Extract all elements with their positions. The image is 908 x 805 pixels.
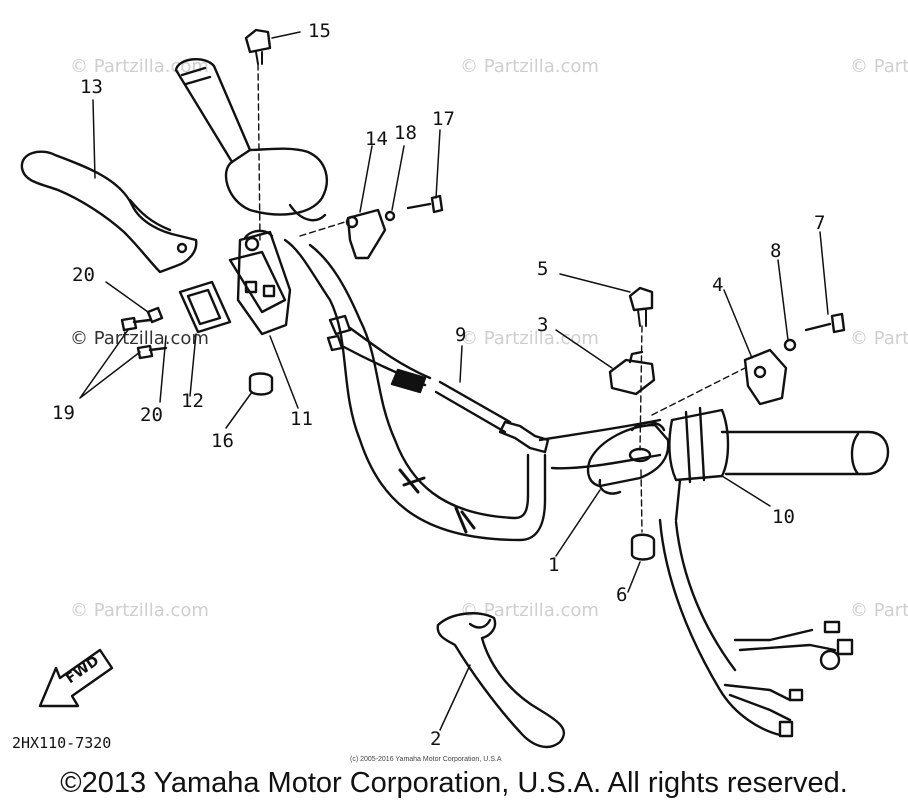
clamp-4 [651,312,846,416]
watermark: © Partzilla.com [460,600,599,621]
callout-20-upper: 20 [72,264,95,286]
watermark: © Partzilla.com [460,56,599,77]
watermark: © Partzilla.com [70,56,209,77]
throttle-grip [668,406,890,522]
watermark: © Partzilla.com [70,328,209,349]
throttle-cable [434,380,550,454]
lever-holder [228,229,292,336]
callout-9: 9 [455,324,467,346]
callout-12: 12 [181,390,204,412]
right-holder [586,421,670,495]
watermark: © Partzilla.com [460,328,599,349]
callout-15: 15 [308,20,331,42]
screws-left [120,306,274,396]
clutch-lever [20,150,198,274]
brake-lever [436,612,566,749]
copyright-footer: ©2013 Yamaha Motor Corporation, U.S.A. A… [60,767,848,799]
callout-16: 16 [211,430,234,452]
callout-6: 6 [616,584,628,606]
switch-3 [608,350,656,396]
callout-11: 11 [290,408,313,430]
bracket-plate [178,280,232,334]
callout-4: 4 [712,274,724,296]
callout-20-lower: 20 [140,404,163,426]
callout-18: 18 [394,122,417,144]
watermark: © Partzilla.com [850,600,908,621]
callout-17: 17 [432,108,455,130]
callout-10: 10 [772,506,795,528]
bolt-5 [628,286,654,451]
left-grip [174,58,328,222]
callout-3: 3 [537,314,549,336]
callout-7: 7 [814,212,826,234]
leader-lines [79,31,829,731]
fwd-arrow [38,648,114,708]
switch-wires [326,314,432,394]
callout-13: 13 [80,76,103,98]
callout-2: 2 [430,728,442,750]
watermark: © Partzilla.com [850,56,908,77]
callout-1: 1 [548,554,560,576]
callout-19: 19 [52,402,75,424]
watermark: © Partzilla.com [70,600,209,621]
wire-harness [658,518,854,738]
callout-8: 8 [770,240,782,262]
callout-5: 5 [537,258,549,280]
part-code: 2HX110-7320 [12,734,112,752]
nut-6 [630,469,656,561]
small-copyright: (c) 2005-2016 Yamaha Motor Corporation, … [350,756,502,763]
bolt-15 [244,28,272,241]
cable-guide [299,194,444,260]
callout-14: 14 [365,128,388,150]
watermark: © Partzilla.com [850,328,908,349]
